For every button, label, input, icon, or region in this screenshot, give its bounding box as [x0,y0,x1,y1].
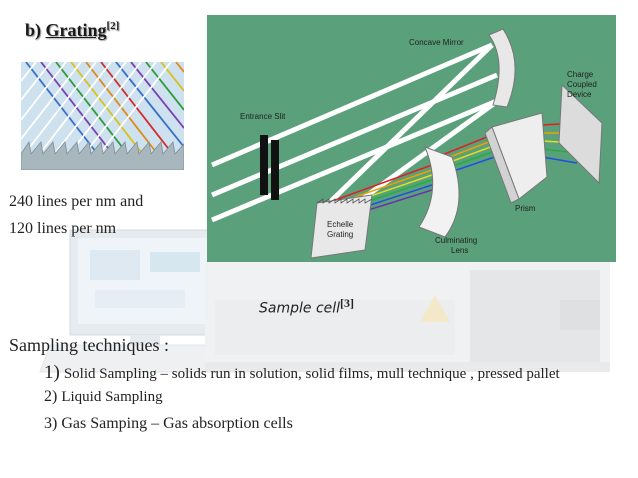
label-ccd-1: Charge [567,70,594,79]
sampling-item-solid: 1) Solid Sampling – solids run in soluti… [44,362,560,383]
echelle-grating [310,194,373,259]
label-concave-mirror: Concave Mirror [409,38,464,47]
grating-text-line-1: 240 lines per nm and [9,193,144,210]
echelle-spectrometer-diagram: Concave Mirror Charge Coupled Device Ent… [207,15,616,262]
entrance-slit-bar-1 [260,135,268,195]
label-echelle-2: Grating [327,230,353,239]
sampling-item-gas: 3) Gas Samping – Gas absorption cells [44,415,293,432]
label-prism: Prism [515,204,536,213]
grating-text-line-2: 120 lines per nm [9,220,117,237]
sampling-techniques-heading: Sampling techniques : [9,335,169,355]
label-ccd-2: Coupled [567,80,597,89]
ccd-detector [558,83,603,185]
grating-illustration [21,62,184,170]
culminating-lens [418,146,460,238]
concave-mirror [488,28,516,108]
sample-cell-caption: Sample cell[3] [259,296,355,317]
sample-cell-reference: [3] [340,296,355,310]
entrance-slit-bar-2 [271,140,279,200]
title-reference: [2] [106,20,120,32]
label-entrance-slit: Entrance Slit [240,112,286,121]
title-word: Grating [45,20,107,40]
label-culminating-1: Culminating [435,236,477,245]
label-culminating-2: Lens [451,246,468,255]
label-ccd-3: Device [567,90,592,99]
label-echelle-1: Echelle [327,220,354,229]
slide-title: b) Grating[2] [25,20,120,40]
sampling-item-liquid: 2) Liquid Sampling [44,388,163,405]
